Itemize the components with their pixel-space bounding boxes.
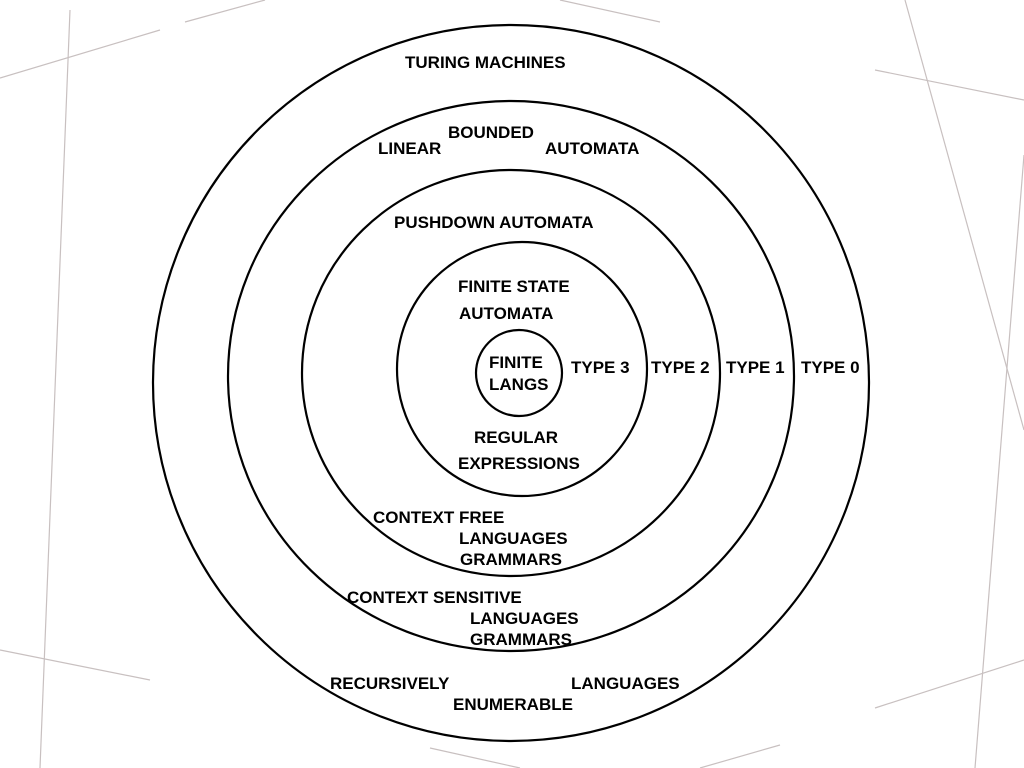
guide-line <box>974 154 1024 768</box>
type1-label: TYPE 1 <box>726 358 785 377</box>
guide-line <box>874 659 1024 709</box>
hierarchy-rings <box>151 23 871 743</box>
type3-label: TYPE 3 <box>571 358 630 377</box>
regular-label: REGULAR <box>474 428 558 447</box>
type0-label: TYPE 0 <box>801 358 860 377</box>
ring-type3-finite-state <box>395 240 649 498</box>
guide-line <box>874 69 1024 101</box>
turing-machines-label: TURING MACHINES <box>405 53 566 72</box>
ring-type2-pushdown <box>300 168 722 578</box>
guide-line <box>559 0 661 23</box>
regular-expressions-label: EXPRESSIONS <box>458 454 580 473</box>
finite-state-label: FINITE STATE <box>458 277 570 296</box>
guide-line <box>184 0 266 23</box>
enumerable-label: ENUMERABLE <box>453 695 573 714</box>
finite-langs-label-line2: LANGS <box>489 375 549 394</box>
re-languages-label: LANGUAGES <box>571 674 680 693</box>
guide-line <box>39 9 71 768</box>
type2-label: TYPE 2 <box>651 358 710 377</box>
context-sensitive-grammars-label: GRAMMARS <box>470 630 572 649</box>
context-sensitive-languages-label: LANGUAGES <box>470 609 579 628</box>
ring-type1-lba <box>226 99 796 653</box>
context-free-grammars-label: GRAMMARS <box>460 550 562 569</box>
guide-line <box>0 649 151 681</box>
recursively-label: RECURSIVELY <box>330 674 450 693</box>
guide-line <box>0 29 161 79</box>
lba-automata-label: AUTOMATA <box>545 139 639 158</box>
ring-type0-turing <box>151 23 871 743</box>
guide-line <box>429 747 521 768</box>
lba-bounded-label: BOUNDED <box>448 123 534 142</box>
guide-line <box>699 744 781 768</box>
ring-finite-langs <box>474 328 564 418</box>
context-free-languages-label: LANGUAGES <box>459 529 568 548</box>
context-sensitive-label: CONTEXT SENSITIVE <box>347 588 522 607</box>
context-free-label: CONTEXT FREE <box>373 508 504 527</box>
finite-langs-label-line1: FINITE <box>489 353 543 372</box>
finite-state-automata-label: AUTOMATA <box>459 304 553 323</box>
pushdown-automata-label: PUSHDOWN AUTOMATA <box>394 213 594 232</box>
guide-line <box>904 0 1024 431</box>
lba-linear-label: LINEAR <box>378 139 441 158</box>
